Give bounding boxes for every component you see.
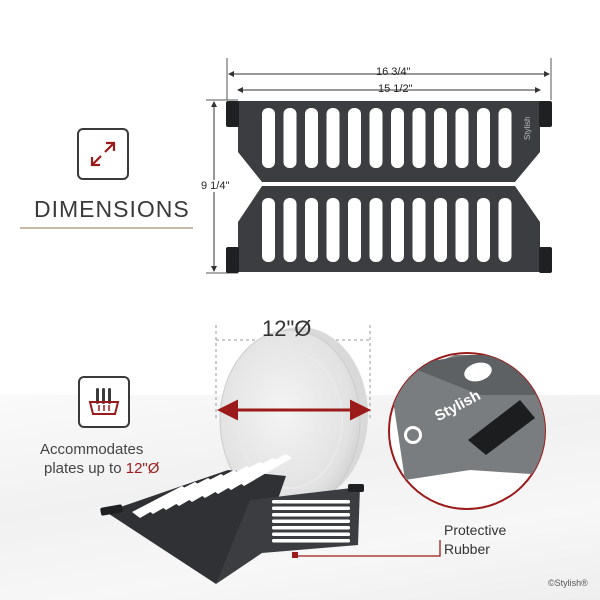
plates-caption-prefix: plates up to — [44, 460, 126, 477]
rack-front-left — [106, 470, 286, 584]
rack-slot — [434, 198, 447, 262]
rack-slot — [369, 108, 383, 168]
rack-slot — [455, 108, 469, 168]
rack-slot — [262, 198, 275, 262]
scene-slot — [236, 454, 292, 486]
scene-slot — [272, 513, 350, 517]
scene-slot — [272, 500, 350, 504]
plate-size-label: 12"Ø — [262, 316, 312, 341]
rack-slots-bottom — [262, 198, 512, 262]
rack-slot — [305, 108, 318, 168]
rack-slot — [477, 108, 490, 168]
plates-in-rack-icon — [78, 376, 130, 428]
rack-slot — [262, 108, 275, 168]
rack-slot — [434, 108, 447, 168]
plates-caption-line2: plates up to 12"Ø — [44, 460, 159, 477]
rack-slot — [498, 198, 512, 262]
rack-slot — [348, 108, 361, 168]
rack-slot — [455, 198, 469, 262]
callout-line2: Rubber — [444, 541, 490, 557]
rack-slot — [412, 198, 426, 262]
rack-slot — [326, 198, 340, 262]
rack-slot — [412, 108, 426, 168]
protective-rubber-cap — [468, 400, 535, 455]
scene-slot — [272, 532, 350, 536]
rack-slot — [369, 198, 383, 262]
title-underline — [20, 227, 193, 229]
diagonal-arrows-icon — [77, 128, 129, 180]
rack-brand-mark: Stylish — [523, 116, 532, 140]
scene-slot — [272, 526, 350, 530]
rack-slot — [305, 198, 318, 262]
width-inner-label: 15 1/2" — [378, 83, 413, 95]
scene-rack-slots — [132, 454, 350, 543]
plates-caption-line1: Accommodates — [40, 441, 144, 458]
rack-slot — [391, 198, 404, 262]
width-outer-label: 16 3/4" — [376, 66, 411, 78]
rack-slot — [283, 198, 297, 262]
dimensions-title: DIMENSIONS — [34, 196, 190, 222]
rack-slot — [477, 198, 490, 262]
scene-slot — [272, 506, 350, 510]
plates-caption-value: 12"Ø — [125, 460, 160, 477]
rack-slot — [348, 198, 361, 262]
height-label: 9 1/4" — [200, 180, 231, 192]
scene-slot — [272, 539, 350, 543]
callout-leader — [296, 540, 441, 557]
rack-slot — [283, 108, 297, 168]
callout-line1: Protective — [444, 522, 507, 538]
rack-slot — [326, 108, 340, 168]
copyright: ©Stylish® — [548, 578, 588, 588]
rack-slot — [498, 108, 512, 168]
scene-slot — [272, 519, 350, 523]
rack-slots-top — [262, 108, 512, 168]
rack-slot — [391, 108, 404, 168]
